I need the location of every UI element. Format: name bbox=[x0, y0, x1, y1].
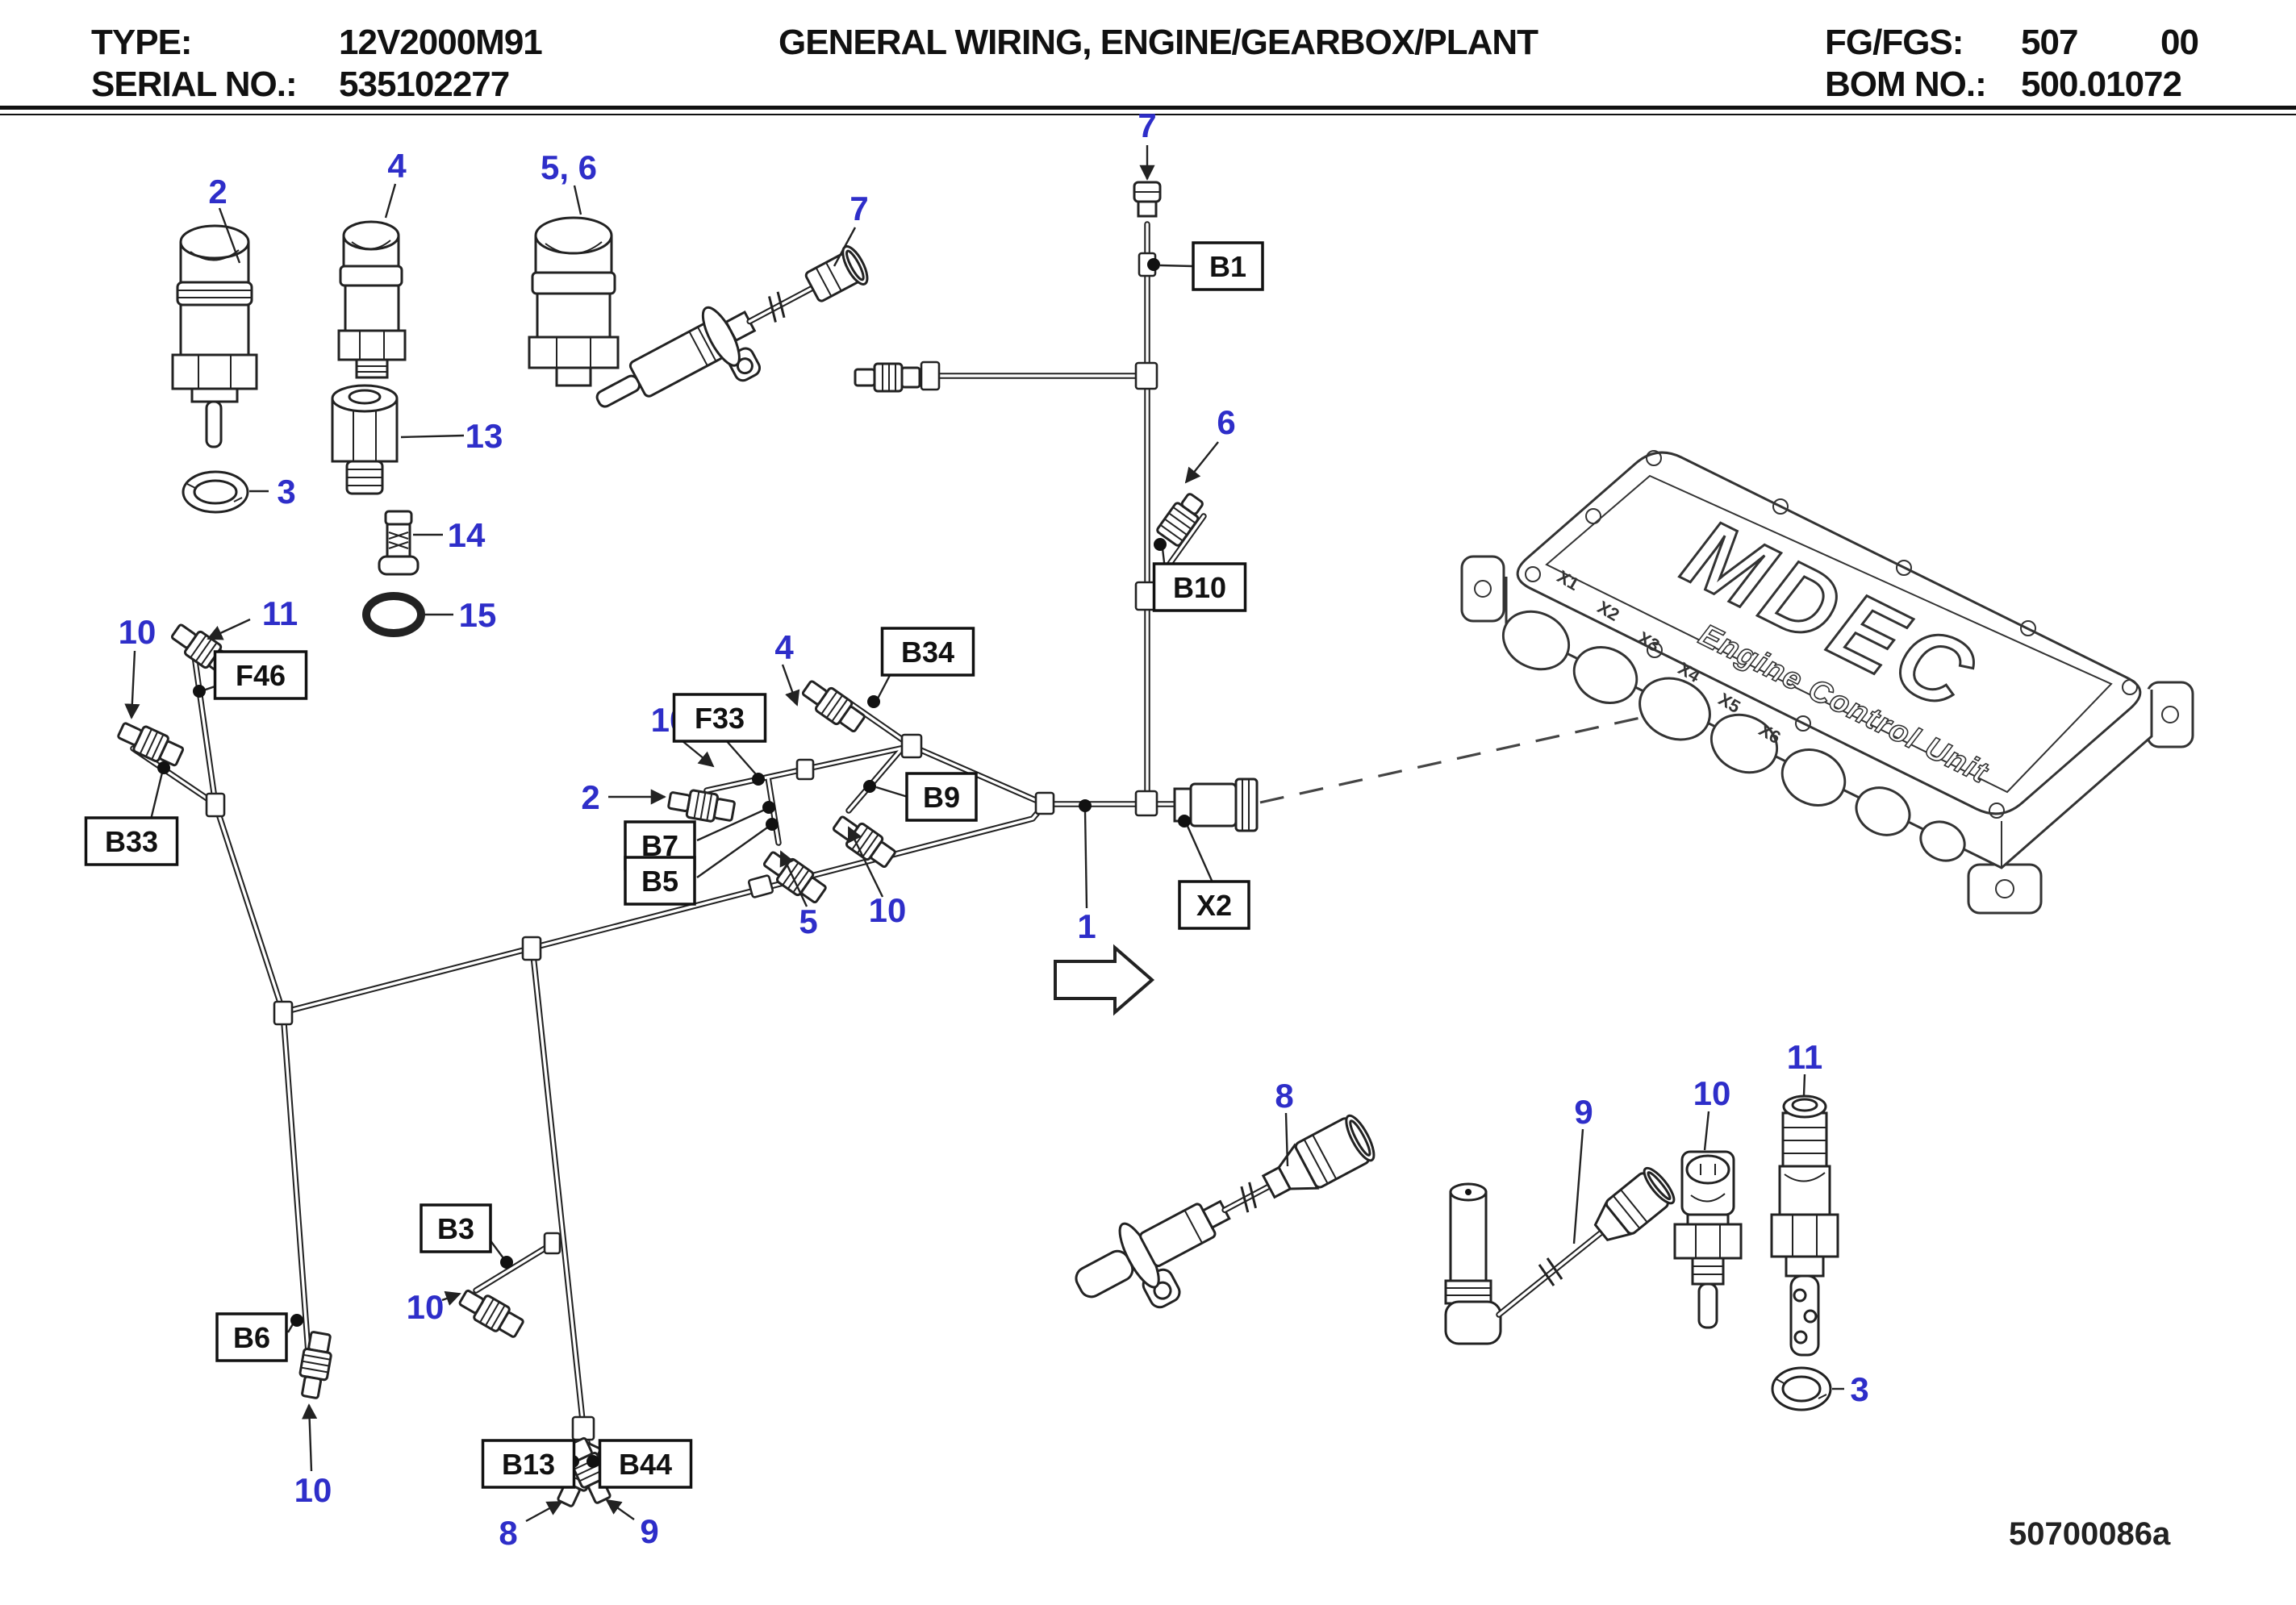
header-bom-value: 500.01072 bbox=[2021, 65, 2182, 104]
designator-box-B44: B44 bbox=[598, 1439, 693, 1489]
callout-item-14: 14 bbox=[448, 516, 486, 554]
designator-box-B10: B10 bbox=[1152, 562, 1247, 612]
designator-box-B33: B33 bbox=[84, 816, 179, 866]
callout-item-1: 1 bbox=[1077, 907, 1096, 945]
connector-plug-top-7 bbox=[1133, 181, 1162, 218]
drawing-number: 50700086a bbox=[2009, 1516, 2171, 1552]
header-type-label: TYPE: bbox=[91, 23, 193, 62]
svg-text:X2: X2 bbox=[1196, 889, 1232, 922]
callout-item-10: 10 bbox=[869, 891, 907, 929]
callout-item-5: 5 bbox=[799, 903, 817, 940]
svg-text:B5: B5 bbox=[641, 865, 678, 898]
designator-box-B13: B13 bbox=[481, 1439, 576, 1489]
connector-plug-b3 bbox=[455, 1283, 528, 1343]
callout-item-5-6: 5, 6 bbox=[541, 148, 597, 186]
part-14-plug-fitting bbox=[378, 510, 420, 576]
connector-plug-2 bbox=[666, 785, 737, 827]
callout-item-4: 4 bbox=[774, 628, 794, 666]
part-6-sensor bbox=[1156, 493, 1204, 547]
svg-text:B6: B6 bbox=[233, 1321, 270, 1354]
callout-item-6: 6 bbox=[1217, 403, 1235, 441]
header-serial-label: SERIAL NO.: bbox=[91, 65, 298, 104]
svg-text:B3: B3 bbox=[437, 1212, 474, 1245]
callout-item-3: 3 bbox=[1850, 1370, 1868, 1408]
header-bom-label: BOM NO.: bbox=[1825, 65, 1987, 104]
callout-item-2: 2 bbox=[208, 173, 227, 211]
svg-text:B34: B34 bbox=[901, 636, 954, 669]
part-3-sealing-ring bbox=[182, 470, 249, 514]
callout-item-10: 10 bbox=[294, 1471, 332, 1509]
callout-item-9: 9 bbox=[1574, 1093, 1593, 1131]
header-fg-value: 507 bbox=[2021, 23, 2078, 62]
svg-text:F46: F46 bbox=[236, 659, 286, 692]
designator-box-B5: B5 bbox=[624, 856, 696, 906]
svg-text:B1: B1 bbox=[1209, 250, 1246, 283]
callout-item-3: 3 bbox=[277, 473, 295, 511]
callout-item-2: 2 bbox=[581, 778, 599, 816]
callout-item-7: 7 bbox=[850, 190, 868, 227]
callout-item-8: 8 bbox=[499, 1514, 517, 1552]
header-divider-thick bbox=[0, 106, 2296, 110]
connector-plug-b6 bbox=[294, 1329, 336, 1401]
designator-box-B34: B34 bbox=[880, 627, 975, 677]
svg-text:B10: B10 bbox=[1173, 571, 1226, 604]
part-8-speed-sensor bbox=[1075, 1114, 1376, 1309]
connector-plug-top-branch bbox=[854, 362, 921, 393]
callout-item-9: 9 bbox=[640, 1512, 658, 1550]
header-type-value: 12V2000M91 bbox=[339, 23, 543, 62]
header-fg-label: FG/FGS: bbox=[1825, 23, 1964, 62]
dashed-link-to-ecu bbox=[1259, 711, 1663, 804]
header-divider-thin bbox=[0, 114, 2296, 115]
page-title: GENERAL WIRING, ENGINE/GEARBOX/PLANT bbox=[779, 23, 1538, 62]
callout-item-15: 15 bbox=[459, 596, 497, 634]
part-11-sensor bbox=[1770, 1094, 1839, 1357]
svg-text:B9: B9 bbox=[923, 781, 960, 814]
svg-text:B33: B33 bbox=[105, 825, 158, 858]
part-2-temperature-sensor bbox=[171, 224, 258, 448]
direction-arrow bbox=[1054, 944, 1155, 1016]
designator-box-B3: B3 bbox=[420, 1203, 492, 1253]
designator-box-B6: B6 bbox=[215, 1312, 288, 1362]
part-4-pressure-sensor bbox=[337, 220, 407, 379]
connector-x2 bbox=[1173, 777, 1259, 832]
part-7-speed-sensor bbox=[595, 245, 869, 408]
header-fg-suffix: 00 bbox=[2160, 23, 2199, 62]
part-10-temperature-sensor bbox=[1673, 1150, 1743, 1329]
callout-item-7: 7 bbox=[1138, 106, 1156, 144]
part-13-adapter-fitting bbox=[331, 384, 399, 495]
part-15-o-ring bbox=[362, 592, 425, 637]
callout-item-10: 10 bbox=[1693, 1074, 1731, 1112]
header-serial-value: 535102277 bbox=[339, 65, 510, 104]
callout-item-13: 13 bbox=[465, 417, 503, 455]
designator-box-F46: F46 bbox=[213, 650, 308, 700]
part-3-sealing-ring-bottom bbox=[1771, 1366, 1832, 1411]
svg-text:B44: B44 bbox=[619, 1448, 672, 1481]
callout-item-10: 10 bbox=[407, 1288, 445, 1326]
svg-text:B13: B13 bbox=[502, 1448, 555, 1481]
callout-item-8: 8 bbox=[1275, 1077, 1293, 1115]
designator-box-X2: X2 bbox=[1178, 880, 1250, 930]
designator-box-B9: B9 bbox=[905, 772, 978, 822]
designator-box-F33: F33 bbox=[672, 693, 767, 743]
callout-item-10: 10 bbox=[119, 613, 157, 651]
part-5-6-pressure-sensor bbox=[528, 216, 620, 387]
callout-item-11: 11 bbox=[1787, 1038, 1822, 1076]
designator-box-B1: B1 bbox=[1192, 241, 1264, 291]
callout-item-11: 11 bbox=[262, 594, 298, 632]
svg-text:F33: F33 bbox=[695, 702, 745, 735]
part-9-angled-sensor bbox=[1444, 1166, 1676, 1345]
callout-item-4: 4 bbox=[387, 147, 407, 185]
